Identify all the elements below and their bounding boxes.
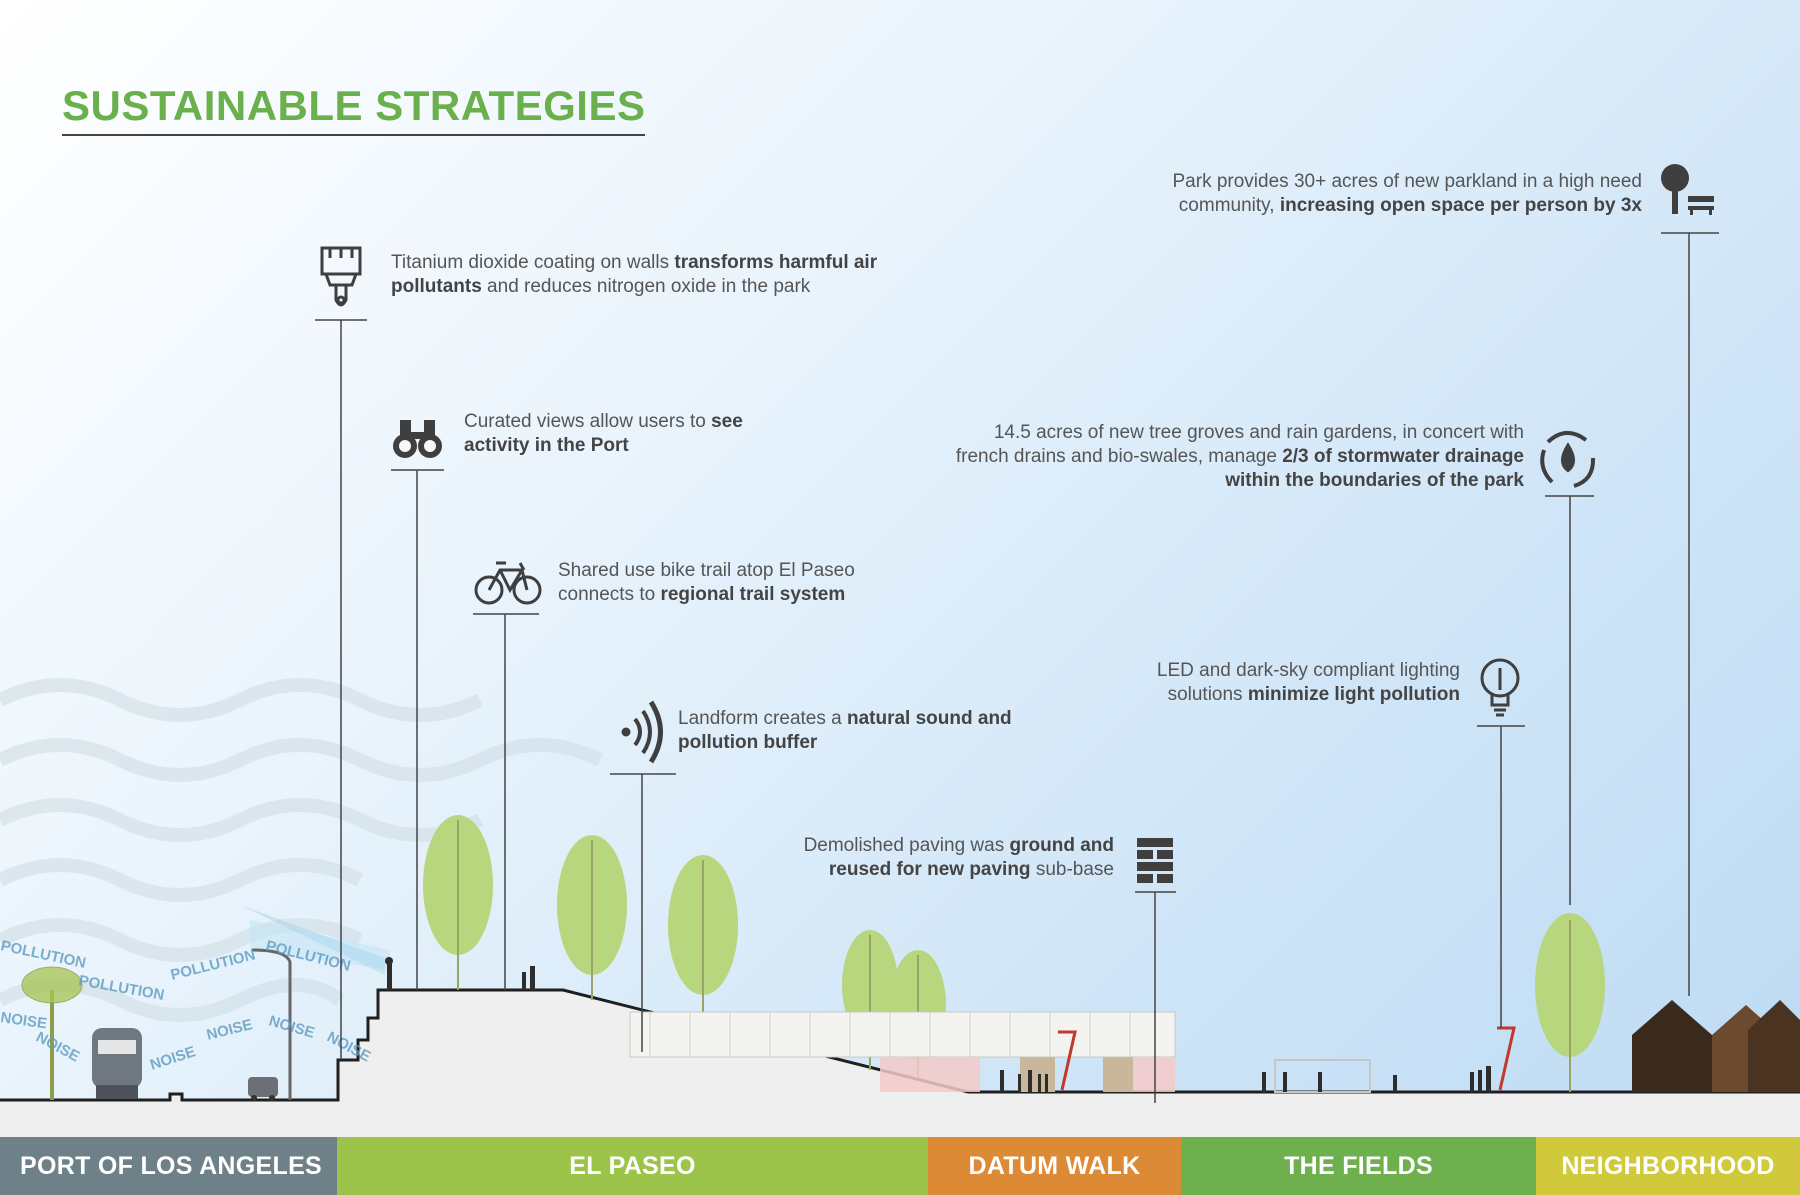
- tree-bench-icon: [1661, 164, 1714, 215]
- noise-word: NOISE: [148, 1043, 198, 1074]
- note-stormwater: 14.5 acres of new tree groves and rain g…: [955, 422, 1524, 491]
- binoculars-icon: [393, 420, 442, 458]
- paintbrush-icon: [320, 246, 362, 307]
- note-views: Curated views allow users to see activit…: [464, 411, 743, 456]
- car: [248, 1077, 278, 1101]
- brick-wall-icon: [1137, 838, 1173, 883]
- wave-lines: [0, 678, 604, 1022]
- noise-word: NOISE: [267, 1013, 317, 1042]
- train: [92, 1028, 142, 1099]
- water-cycle-icon: [1540, 431, 1596, 488]
- view-cone: [250, 920, 390, 970]
- note-park: Park provides 30+ acres of new parkland …: [1172, 171, 1643, 216]
- streetlight: [251, 948, 292, 1100]
- noise-word: NOISE: [0, 1009, 48, 1032]
- palm-tree: [21, 966, 83, 1100]
- page-title: SUSTAINABLE STRATEGIES: [62, 82, 646, 136]
- note-sound: Landform creates a natural sound and pol…: [678, 708, 1012, 753]
- pollution-word: POLLUTION: [0, 937, 87, 972]
- wave-line: [0, 798, 484, 842]
- view-cone: [240, 905, 385, 975]
- note-coating: Titanium dioxide coating on walls transf…: [391, 252, 878, 297]
- zone-neighborhood: NEIGHBORHOOD: [1536, 1137, 1800, 1195]
- noise-word: NOISE: [205, 1016, 254, 1044]
- houses: [1632, 1000, 1800, 1092]
- sound-waves-icon: [621, 700, 663, 764]
- zone-el-paseo: EL PASEO: [337, 1137, 928, 1195]
- soccer-goal: [1274, 1059, 1371, 1093]
- wave-line: [0, 738, 604, 782]
- note-bike: Shared use bike trail atop El Paseo conn…: [558, 560, 855, 605]
- light-bulb-icon: [1480, 658, 1520, 717]
- leader-lines: [315, 232, 1719, 1103]
- ground: [0, 990, 1800, 1137]
- note-lighting: LED and dark-sky compliant lighting solu…: [1156, 660, 1460, 705]
- zone-the-fields: THE FIELDS: [1181, 1137, 1536, 1195]
- ground-line: [0, 988, 1800, 1102]
- tree: [668, 855, 738, 1025]
- trees: [423, 815, 1605, 1092]
- bicycle-icon: [474, 561, 542, 605]
- tree: [423, 815, 493, 990]
- note-paving: Demolished paving was ground and reused …: [803, 835, 1114, 880]
- light-pole: [1497, 1026, 1516, 1091]
- zone-datum-walk: DATUM WALK: [928, 1137, 1181, 1195]
- wave-line: [0, 858, 364, 902]
- datum-walk-canopy: [629, 1011, 1176, 1092]
- wave-line: [0, 678, 484, 722]
- tree: [557, 835, 627, 1000]
- people: [385, 957, 1491, 1092]
- zone-port-of-los-angeles: PORT OF LOS ANGELES: [0, 1137, 337, 1195]
- zone-bar: PORT OF LOS ANGELES EL PASEO DATUM WALK …: [0, 1137, 1800, 1195]
- tree: [1535, 913, 1605, 1092]
- noise-word: NOISE: [33, 1029, 82, 1066]
- wave-line: [0, 918, 364, 962]
